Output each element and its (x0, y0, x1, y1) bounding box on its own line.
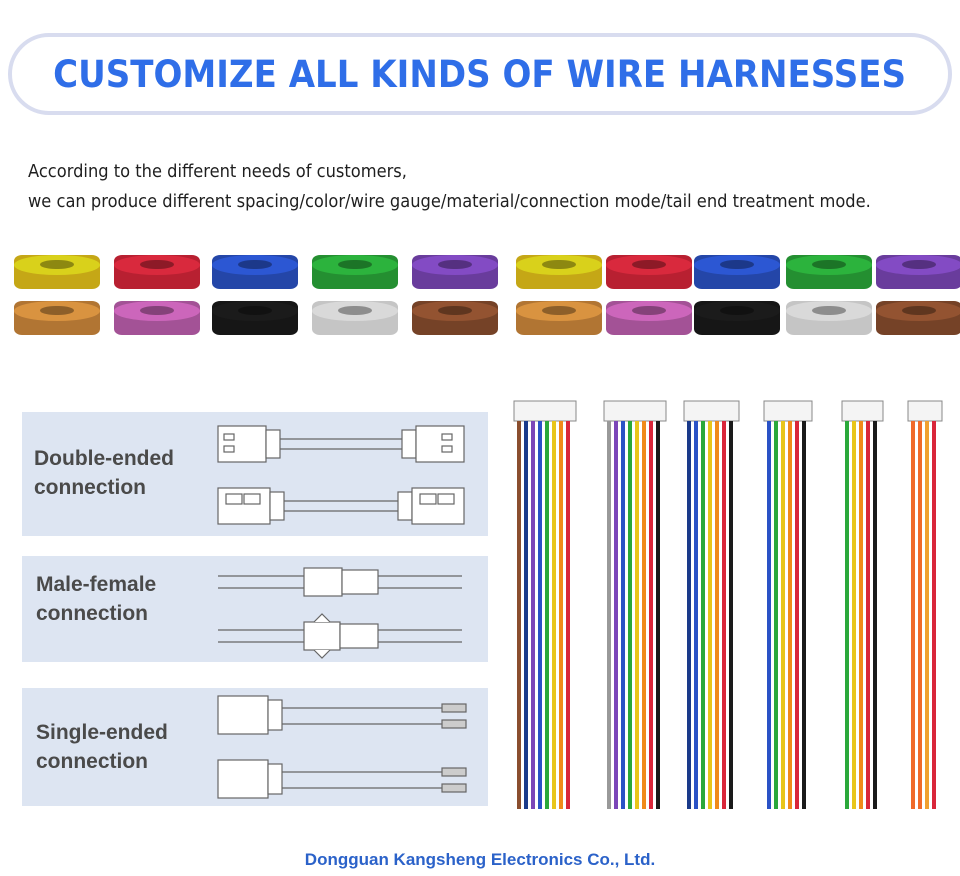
single-ended-label: Single-ended connection (36, 721, 168, 773)
wire-coil (14, 301, 100, 335)
harness-group (683, 400, 740, 809)
wire-coil (412, 301, 498, 335)
title-banner: CUSTOMIZE ALL KINDS OF WIRE HARNESSES (8, 33, 952, 115)
harness-connector (683, 400, 740, 422)
wire-coil (312, 255, 398, 289)
harness-connector (513, 400, 577, 422)
wire-coil (876, 255, 960, 289)
wire-coil (14, 255, 100, 289)
wire-coil (876, 301, 960, 335)
company-name: Dongguan Kangsheng Electronics Co., Ltd. (304, 850, 656, 869)
double-ended-diagram (217, 425, 465, 525)
intro-text: According to the different needs of cust… (28, 157, 871, 217)
intro-line-2: we can produce different spacing/color/w… (28, 192, 871, 212)
wire-coil-gallery (10, 255, 960, 345)
wire-coil (516, 301, 602, 335)
page-title: CUSTOMIZE ALL KINDS OF WIRE HARNESSES (53, 52, 907, 96)
wire-coil (114, 255, 200, 289)
harness-connector (603, 400, 667, 422)
harness-group (763, 400, 813, 809)
wire-coil (606, 255, 692, 289)
double-ended-panel: Double-ended connection (22, 412, 488, 536)
single-ended-diagram (217, 695, 467, 799)
harness-group (513, 400, 577, 809)
single-ended-panel: Single-ended connection (22, 688, 488, 806)
double-ended-label: Double-ended connection (34, 447, 174, 499)
wire-coil (114, 301, 200, 335)
wire-coil (694, 255, 780, 289)
wire-coil (212, 255, 298, 289)
wire-coil (412, 255, 498, 289)
wire-coil (786, 255, 872, 289)
wire-coil (786, 301, 872, 335)
harness-connector (763, 400, 813, 422)
harness-group (603, 400, 667, 809)
wire-coil (606, 301, 692, 335)
male-female-diagram (218, 567, 462, 659)
wire-coil (212, 301, 298, 335)
harness-group (841, 400, 884, 809)
male-female-label: Male-female connection (36, 573, 157, 625)
wire-coil (694, 301, 780, 335)
wire-coil (312, 301, 398, 335)
harness-group (907, 400, 943, 809)
harness-connector (841, 400, 884, 422)
intro-line-1: According to the different needs of cust… (28, 162, 407, 182)
male-female-panel: Male-female connection (22, 556, 488, 662)
wire-coil (516, 255, 602, 289)
wire-harness-illustration (513, 400, 943, 809)
harness-connector (907, 400, 943, 422)
